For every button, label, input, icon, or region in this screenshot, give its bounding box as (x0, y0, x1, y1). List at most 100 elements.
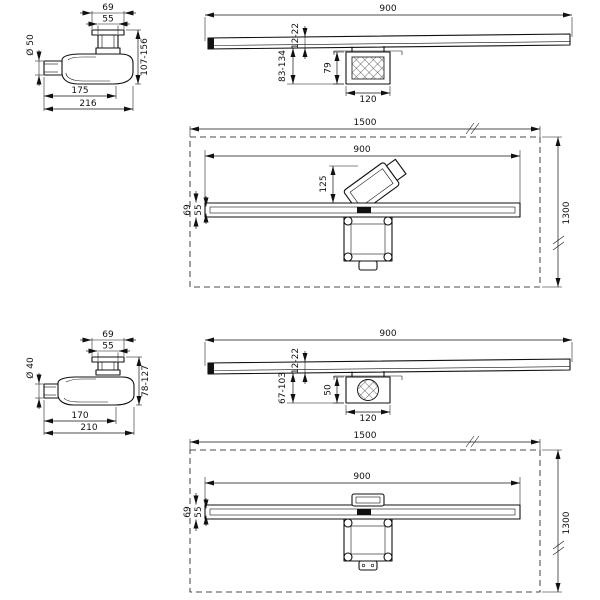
installation-area-outline (189, 136, 541, 288)
channel-geometry (207, 33, 571, 50)
dim-install-height-label: 78-127 (141, 365, 151, 397)
dim-channel-width-inner-label: 55 (194, 506, 204, 517)
dim-top-adjust: 12-22 (291, 348, 308, 384)
dim-length-to-trap-label: 170 (71, 411, 88, 421)
front-view-flat: 900 67-103 12-22 (204, 329, 573, 424)
trap-side-view-flat: 69 55 Ø 40 78-127 170 (25, 330, 151, 436)
dim-channel-width-outer: 69 (183, 191, 199, 229)
dim-drain-body-width: 120 (345, 405, 391, 424)
dim-channel-length-label: 900 (379, 4, 396, 14)
siphon-body (57, 376, 135, 406)
siphon-collar (95, 369, 121, 376)
dim-outlet-offset-label: 125 (319, 175, 329, 192)
dim-channel-width-inner: 55 (194, 498, 209, 526)
dim-grate-width-label: 55 (102, 15, 113, 25)
siphon-body (61, 53, 134, 85)
dim-drain-body-width-label: 120 (359, 95, 376, 105)
channel-center-mark (357, 207, 371, 213)
channel-geometry (204, 493, 521, 520)
drain-box-outlet-tab (358, 560, 378, 571)
dim-top-adjust-label: 12-22 (291, 23, 301, 49)
dim-area-width: 1500 (189, 118, 541, 137)
siphon-flange (91, 29, 125, 36)
dim-total-length: 216 (44, 86, 134, 112)
dim-grate-width: 55 (86, 15, 130, 34)
break-symbol (552, 235, 565, 251)
dim-install-height: 78-127 (126, 356, 151, 406)
dim-flange-width-label: 69 (102, 330, 114, 340)
trap-cover (351, 493, 385, 507)
drain-channel (207, 358, 571, 375)
dim-outlet-diameter: Ø 50 (25, 34, 43, 86)
dim-grate-width-label: 55 (102, 342, 113, 352)
dim-outlet-offset: 125 (319, 165, 358, 203)
dim-outlet-diameter: Ø 40 (25, 357, 43, 409)
dim-trap-depth-label: 79 (324, 62, 334, 74)
drain-body-geometry (333, 371, 403, 404)
dim-length-to-trap: 170 (43, 400, 117, 435)
dim-trap-depth: 79 (324, 51, 344, 85)
dim-length-to-trap: 175 (43, 77, 117, 111)
dim-total-length: 210 (44, 407, 135, 436)
break-symbol (465, 435, 480, 448)
channel-end-cap (208, 37, 214, 49)
dim-top-adjust-label: 12-22 (291, 348, 301, 374)
dim-area-width-label: 1500 (354, 431, 377, 441)
dim-channel-width-inner-label: 55 (194, 204, 204, 215)
dim-outlet-diameter-label: Ø 40 (25, 357, 36, 379)
siphon-flange (91, 356, 125, 363)
dim-channel-length-label: 900 (353, 472, 370, 482)
dim-channel-width-inner: 55 (194, 196, 209, 224)
dim-flange-width: 69 (80, 3, 136, 29)
channel-end-cap (208, 362, 214, 374)
siphon-pipe (97, 361, 119, 371)
dim-outlet-diameter-label: Ø 50 (25, 34, 36, 56)
dim-area-depth: 1300 (542, 136, 572, 288)
channel-geometry (207, 358, 571, 375)
dim-install-depth-label: 67-103 (278, 372, 288, 404)
dim-top-adjust: 12-22 (291, 23, 308, 59)
dim-total-length-label: 210 (80, 423, 97, 433)
dim-length-to-trap-label: 175 (71, 86, 88, 96)
dim-trap-depth-label: 50 (324, 384, 334, 396)
break-symbol (552, 540, 565, 556)
drain-channel (207, 33, 571, 50)
dim-trap-depth: 50 (324, 376, 344, 404)
drain-box-geometry (343, 518, 393, 571)
dim-channel-length: 900 (204, 4, 573, 41)
dim-channel-length: 900 (204, 329, 573, 366)
dim-area-width-label: 1500 (354, 118, 377, 128)
dim-total-length-label: 216 (79, 99, 96, 109)
plan-view-flat: 1500 1300 900 69 (183, 431, 572, 593)
dim-area-depth-label: 1300 (562, 201, 572, 224)
drain-grate (351, 56, 385, 80)
channel-geometry (204, 202, 521, 218)
siphon-geometry (43, 29, 134, 85)
dim-grate-width: 55 (86, 342, 130, 361)
installation-area-outline (189, 449, 541, 593)
dim-channel-length-label: 900 (353, 145, 370, 155)
dim-install-height-label: 107-156 (140, 38, 150, 76)
dim-install-depth-label: 83-134 (278, 50, 288, 82)
channel-center-mark (357, 509, 371, 515)
dim-area-width: 1500 (189, 431, 541, 450)
dim-channel-width-outer-label: 69 (183, 506, 193, 518)
siphon-collar (95, 47, 121, 55)
front-view-high: 900 83-134 12-22 (204, 4, 573, 105)
drain-box-outlet-tab (358, 260, 378, 271)
siphon-pipe (97, 34, 119, 49)
dim-drain-body-width: 120 (345, 86, 391, 105)
dim-drain-body-width-label: 120 (359, 414, 376, 424)
drain-grate (357, 379, 379, 401)
siphon-geometry (43, 356, 135, 406)
dim-area-depth: 1300 (542, 449, 572, 593)
dim-install-height: 107-156 (126, 29, 150, 85)
drain-box-geometry (343, 216, 393, 271)
drain-body-geometry (333, 46, 403, 85)
dim-channel-length-label: 900 (379, 329, 396, 339)
dim-flange-width-label: 69 (102, 3, 114, 13)
trap-side-view-high: 69 55 Ø 50 107-156 175 (25, 3, 150, 112)
plan-view-high: 1500 1300 900 125 (183, 118, 572, 288)
dim-channel-width-outer: 69 (183, 493, 199, 531)
